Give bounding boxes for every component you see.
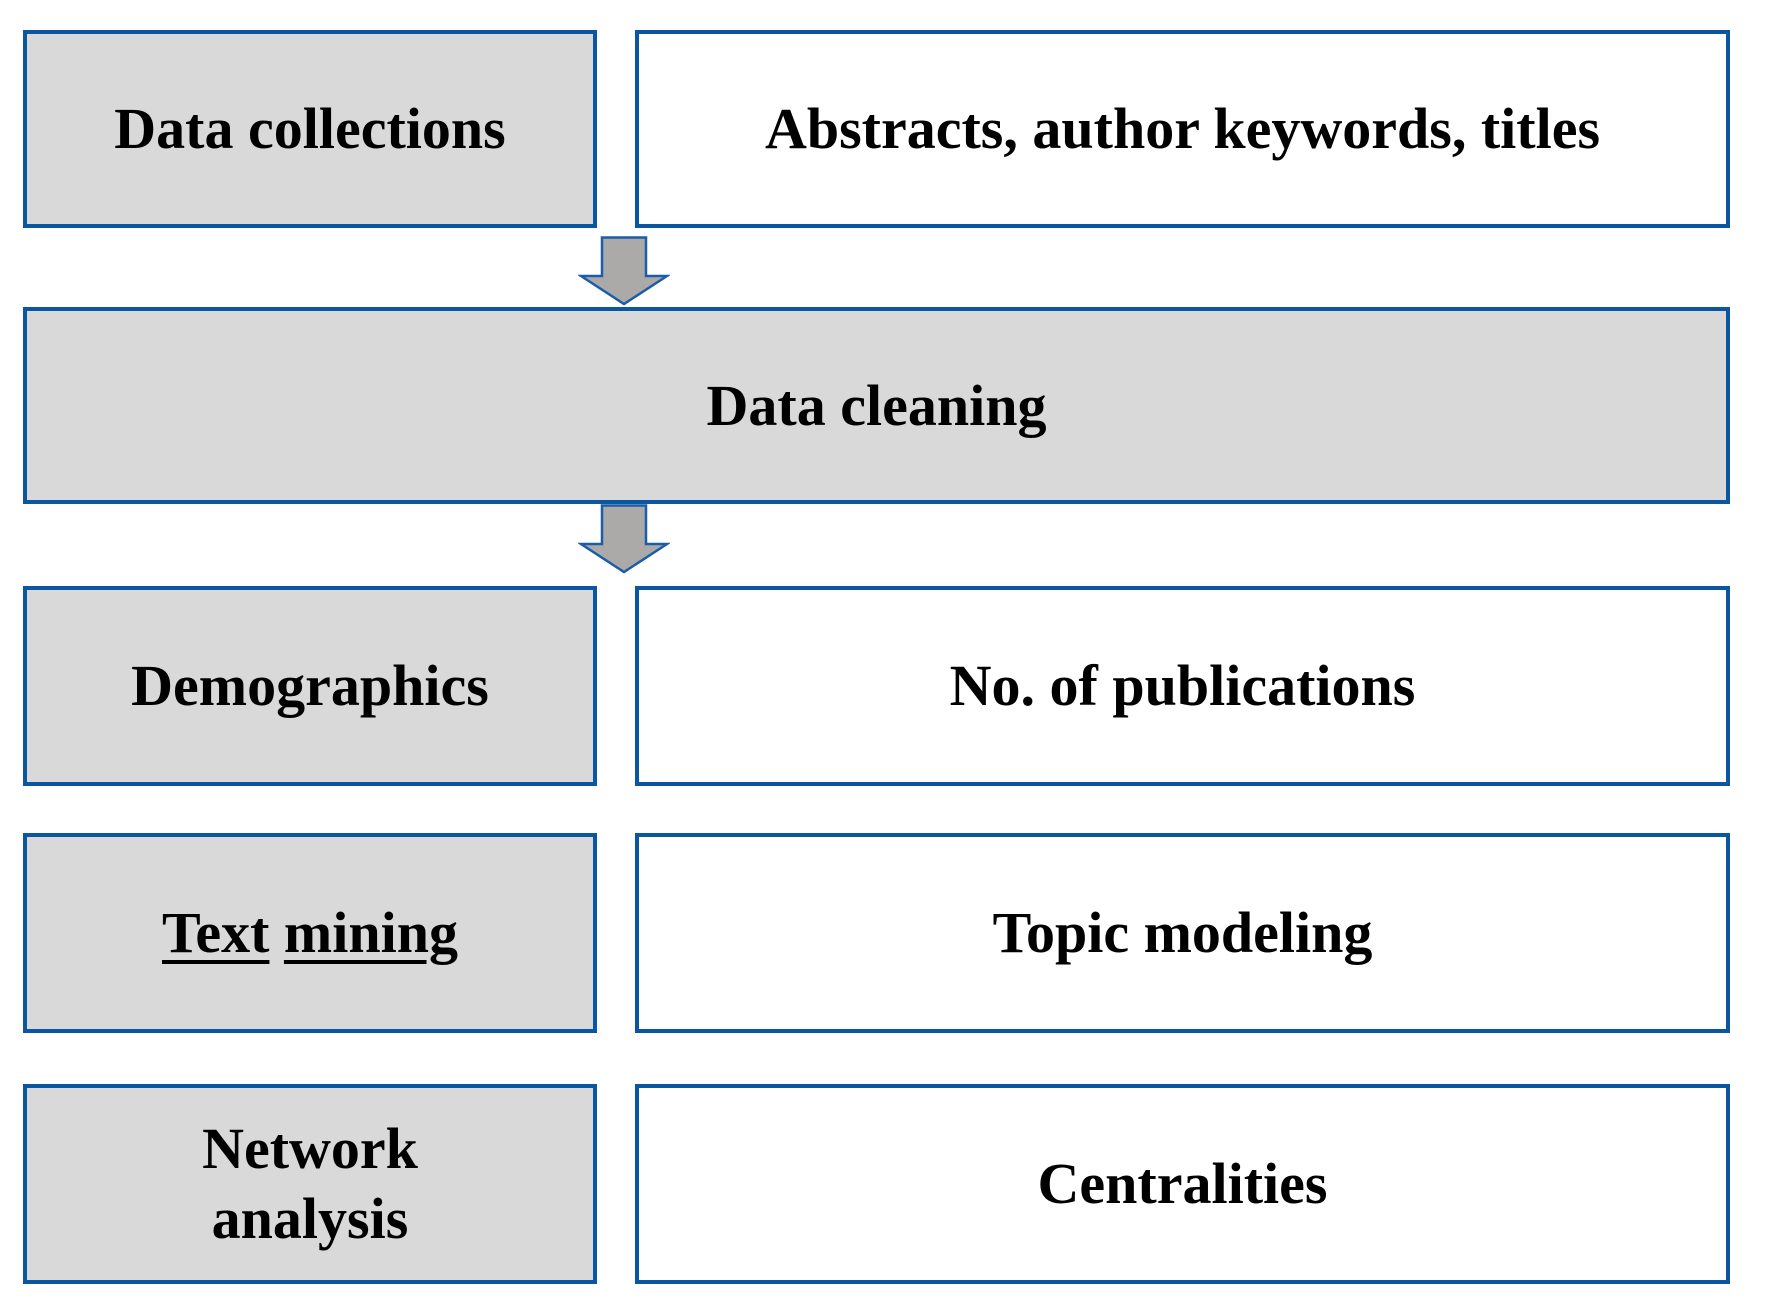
box-no-of-publications: No. of publications [635,586,1730,786]
box-centralities: Centralities [635,1084,1730,1284]
network-analysis-line-2: analysis [211,1186,409,1251]
text-mining-word-2: mining [283,900,458,966]
box-demographics: Demographics [23,586,597,786]
box-data-cleaning: Data cleaning [23,307,1730,504]
centralities-label: Centralities [1037,1151,1328,1217]
network-analysis-line-1: Network [202,1116,418,1182]
down-arrow-icon [578,504,670,574]
box-data-collections: Data collections [23,30,597,228]
box-text-mining: Text mining [23,833,597,1033]
abstracts-keywords-titles-label: Abstracts, author keywords, titles [764,96,1601,162]
box-topic-modeling: Topic modeling [635,833,1730,1033]
no-of-publications-label: No. of publications [949,653,1416,719]
data-cleaning-label: Data cleaning [706,372,1047,438]
topic-modeling-label: Topic modeling [992,900,1373,966]
text-mining-word-1: Text [162,900,270,966]
demographics-label: Demographics [131,653,489,719]
box-abstracts-keywords-titles: Abstracts, author keywords, titles [635,30,1730,228]
down-arrow-icon [578,236,670,306]
data-collections-label: Data collections [114,96,506,162]
text-mining-label: Text mining [162,898,458,968]
